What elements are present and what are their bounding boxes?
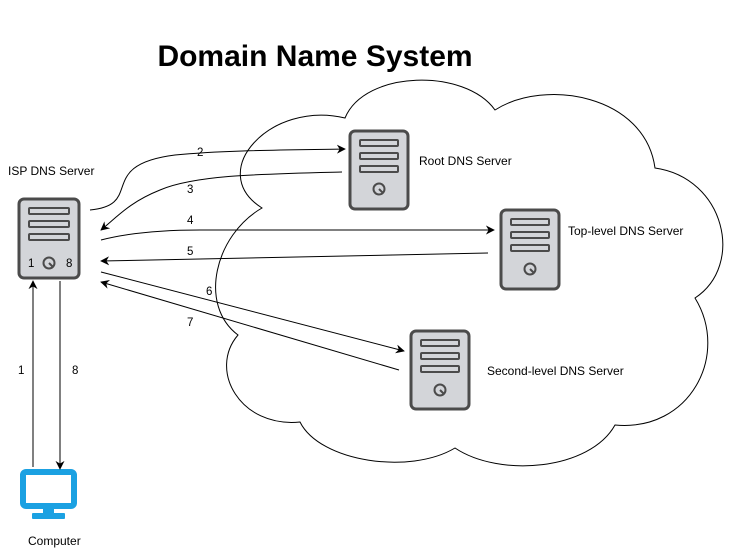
- step-1-label: 1: [18, 365, 24, 377]
- root-dns-server-label: Root DNS Server: [419, 154, 512, 168]
- root-dns-server: [348, 129, 410, 211]
- isp-marker-right: 8: [66, 258, 72, 270]
- arrow-step-7: [100, 279, 400, 371]
- step-8-label: 8: [72, 365, 78, 377]
- step-2-label: 2: [197, 147, 203, 159]
- page-title: Domain Name System: [157, 40, 472, 73]
- arrow-step-4: [100, 225, 495, 241]
- power-icon: [523, 262, 537, 276]
- arrow-step-2: [89, 144, 346, 211]
- top-level-dns-server: [499, 208, 561, 291]
- step-4-label: 4: [187, 215, 194, 227]
- power-icon: [433, 383, 447, 397]
- computer-label: Computer: [28, 534, 81, 548]
- power-icon: [42, 256, 56, 270]
- step-7-label: 7: [187, 317, 193, 329]
- power-icon: [372, 182, 386, 196]
- isp-marker-left: 1: [28, 258, 34, 270]
- second-level-dns-server-label: Second-level DNS Server: [487, 364, 624, 378]
- step-5-label: 5: [187, 246, 193, 258]
- step-6-label: 6: [206, 286, 212, 298]
- internet-cloud: [215, 79, 724, 467]
- arrow-step-6: [100, 271, 405, 354]
- isp-dns-server: 1 8: [17, 197, 81, 280]
- arrow-step-3: [100, 171, 343, 231]
- isp-dns-server-label: ISP DNS Server: [8, 164, 94, 178]
- arrow-step-5: [100, 252, 489, 266]
- computer-icon: [20, 469, 77, 519]
- top-level-dns-server-label: Top-level DNS Server: [568, 224, 683, 238]
- step-3-label: 3: [187, 184, 193, 196]
- second-level-dns-server: [409, 329, 471, 411]
